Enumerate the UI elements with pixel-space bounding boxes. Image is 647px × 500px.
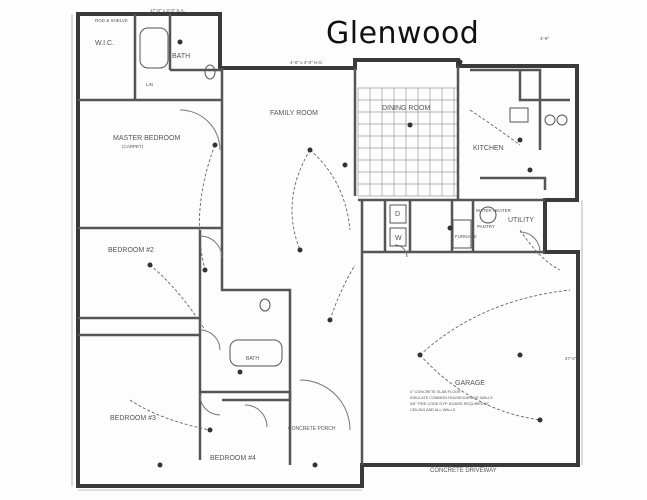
label-furnace: FURNACE [455, 234, 477, 239]
bath-fixtures [139, 27, 568, 367]
label-bedroom-3: BEDROOM #3 [110, 415, 156, 422]
plan-title: Glenwood [326, 16, 480, 51]
door-swings [179, 109, 541, 431]
garage-note-1: 4" CONCRETE SLAB FLOOR [410, 390, 461, 394]
dim-right-top: 4'-9" [540, 36, 549, 41]
room-labels: W.I.C. BATH MASTER BEDROOM FAMILY ROOM D… [95, 40, 534, 474]
small-labels: (CARPET) ROD & SHELVE LIN PANTRY FURNACE… [95, 18, 512, 242]
dimension-lines [71, 14, 583, 491]
garage-note-2: INSULATE COMMON HOUSE/GARAGE WALLS [410, 396, 493, 400]
label-kitchen: KITCHEN [473, 145, 504, 152]
label-bath-2: BATH [246, 356, 259, 362]
label-bedroom-4: BEDROOM #4 [210, 455, 256, 462]
label-washer: W [395, 235, 402, 242]
label-dryer: D [395, 211, 400, 218]
label-bath: BATH [172, 53, 190, 60]
label-dining-room: DINING ROOM [382, 105, 430, 112]
dim-top-left: 17'-0" x 3'-3" S.A. [150, 8, 185, 13]
label-carpet: (CARPET) [122, 144, 144, 149]
dim-garage-side: 27'-0" [565, 356, 577, 361]
label-concrete-porch: CONCRETE PORCH [288, 426, 336, 432]
interior-walls [78, 14, 570, 465]
label-bedroom-2: BEDROOM #2 [108, 247, 154, 254]
label-pantry: PANTRY [477, 224, 495, 229]
label-concrete-driveway: CONCRETE DRIVEWAY [430, 468, 497, 474]
light-fixtures [147, 39, 543, 468]
label-water-heater: WATER HEATER [476, 208, 512, 213]
label-wic: W.I.C. [95, 40, 114, 47]
label-lin: LIN [146, 82, 153, 87]
label-utility: UTILITY [508, 217, 534, 224]
exterior-walls [76, 12, 580, 488]
label-family-room: FAMILY ROOM [270, 110, 318, 117]
garage-note-3: 5/8" FIRE CODE GYP. BOARD REQUIRED AT [410, 402, 490, 406]
label-garage: GARAGE [455, 380, 485, 387]
dimension-labels: 17'-0" x 3'-3" S.A. 4'-0" x 4'-0" H.O. 4… [150, 8, 577, 361]
electrical-wiring [129, 109, 571, 431]
label-rod-shelf: ROD & SHELVE [95, 18, 128, 23]
dim-top-mid: 4'-0" x 4'-0" H.O. [290, 60, 323, 65]
label-master-bedroom: MASTER BEDROOM [113, 135, 180, 142]
garage-notes: 4" CONCRETE SLAB FLOOR INSULATE COMMON H… [410, 390, 493, 412]
garage-note-4: CEILING AND ALL WALLS [410, 408, 456, 412]
